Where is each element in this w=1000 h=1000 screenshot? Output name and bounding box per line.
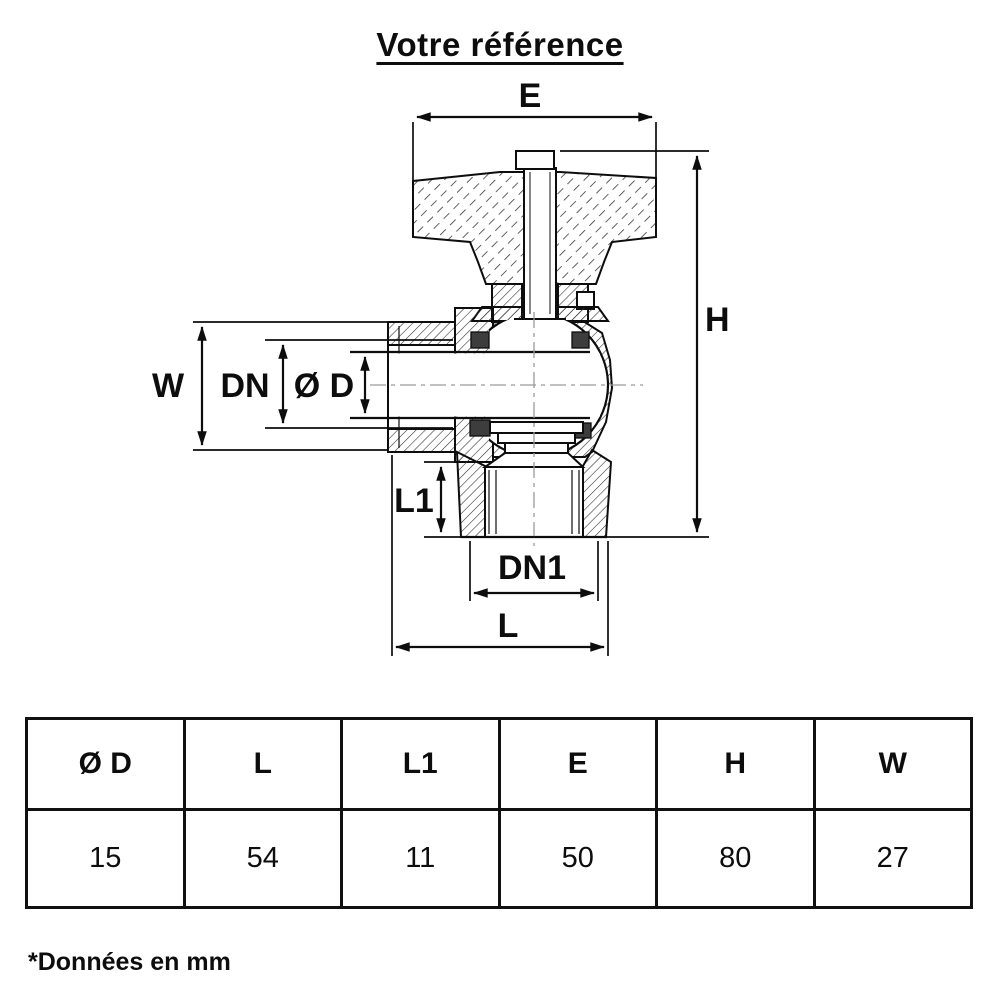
dim-L: L — [391, 455, 609, 656]
seal-bottom-left — [469, 419, 491, 437]
bottom-port-thread-lines — [488, 470, 580, 534]
table-header-l: L — [182, 717, 343, 811]
table-value-l1: 11 — [340, 808, 501, 909]
seat-ring-1 — [489, 421, 584, 434]
dim-H-label: H — [705, 301, 730, 339]
dim-DN1-label: DN1 — [498, 549, 566, 587]
table-header-phi-d: Ø D — [25, 717, 186, 811]
footnote: *Données en mm — [28, 948, 231, 976]
dim-DN1: DN1 — [469, 541, 599, 601]
dimensions-table: Ø D L L1 E H W 15 54 11 50 80 27 — [25, 717, 973, 909]
left-port-band-top — [387, 321, 456, 346]
dim-L-label: L — [498, 607, 519, 645]
page-title: Votre référence — [0, 26, 1000, 64]
bottom-port-wall-left — [455, 450, 486, 538]
table-header-e: E — [497, 717, 658, 811]
dim-E-label: E — [519, 77, 542, 115]
left-port-band-bottom — [387, 428, 456, 453]
dimensions: E H W DN Ø D — [152, 77, 730, 656]
seat-ring-3 — [504, 442, 569, 454]
bottom-port-wall-right — [582, 448, 613, 538]
table-value-l: 54 — [182, 808, 343, 909]
dim-L1-label: L1 — [394, 482, 434, 520]
table-value-phi-d: 15 — [25, 808, 186, 909]
dim-L1: L1 — [394, 461, 464, 533]
centerlines — [370, 312, 643, 546]
dim-phi-D-label: Ø D — [294, 367, 354, 405]
table-value-h: 80 — [655, 808, 816, 909]
stem-shaft — [523, 167, 557, 320]
table-header-row: Ø D L L1 E H W — [25, 717, 973, 811]
table-value-w: 27 — [812, 808, 973, 909]
seat-ring-2 — [497, 432, 576, 444]
dim-W: W — [152, 321, 388, 451]
stem-top-nut — [515, 150, 555, 170]
table-value-e: 50 — [497, 808, 658, 909]
valve-technical-drawing: E H W DN Ø D — [152, 77, 730, 656]
table-header-l1: L1 — [340, 717, 501, 811]
table-header-h: H — [655, 717, 816, 811]
table-header-w: W — [812, 717, 973, 811]
valve-parts — [350, 150, 657, 539]
dim-DN-label: DN — [220, 367, 269, 405]
dim-W-label: W — [152, 367, 185, 405]
dim-E: E — [412, 77, 657, 186]
dim-H: H — [424, 150, 730, 538]
page-title-text: Votre référence — [376, 26, 624, 63]
dim-DN: DN — [220, 339, 453, 429]
table-value-row: 15 54 11 50 80 27 — [25, 808, 973, 909]
seal-top-right — [571, 331, 590, 349]
seal-top-left — [470, 331, 490, 349]
dim-phi-D: Ø D — [294, 356, 370, 414]
